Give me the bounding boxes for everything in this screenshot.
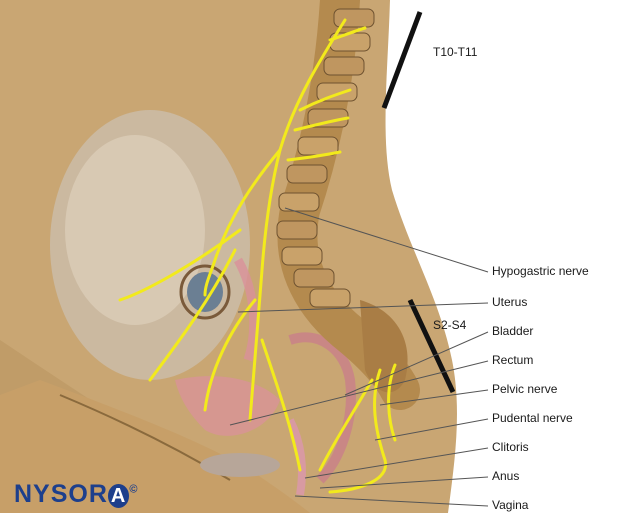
label-bladder: Bladder [492, 324, 534, 338]
vertebra [276, 220, 318, 240]
vertebra [309, 288, 351, 308]
label-rectum: Rectum [492, 353, 534, 367]
rectum-tissue [288, 332, 356, 484]
vertebra [286, 164, 328, 184]
segment-label-upper: T10-T11 [433, 45, 478, 59]
vertebrae [276, 8, 375, 308]
label-pelvic-nerve: Pelvic nerve [492, 382, 558, 396]
vertebra [323, 56, 365, 76]
nerve-paths [118, 18, 397, 494]
leader-lines [229, 207, 489, 507]
vertebra [281, 246, 323, 266]
uterine-wall [234, 257, 259, 362]
vertebra [333, 8, 375, 28]
fetal-head-shade [65, 135, 205, 325]
segment-bar-upper [381, 11, 423, 109]
cervix-ring [179, 264, 231, 320]
label-anus: Anus [492, 469, 520, 483]
label-vagina: Vagina [492, 498, 529, 512]
label-hypogastric-nerve: Hypogastric nerve [492, 264, 589, 278]
logo-text: NYSOR [14, 480, 108, 508]
label-clitoris: Clitoris [492, 440, 529, 454]
thigh [0, 380, 310, 513]
label-uterus: Uterus [492, 295, 528, 309]
label-pudental-nerve: Pudental nerve [492, 411, 573, 425]
logo-ring-letter: A [107, 484, 130, 508]
segment-label-lower: S2-S4 [433, 318, 467, 332]
perineum [200, 453, 280, 477]
segment-bar-lower [407, 298, 456, 394]
vertebra [278, 192, 320, 212]
vagina-tissue [286, 418, 306, 496]
sacrum [360, 300, 408, 393]
logo-copyright: © [129, 483, 139, 496]
vertebra [293, 268, 335, 288]
vertebra [316, 82, 358, 102]
